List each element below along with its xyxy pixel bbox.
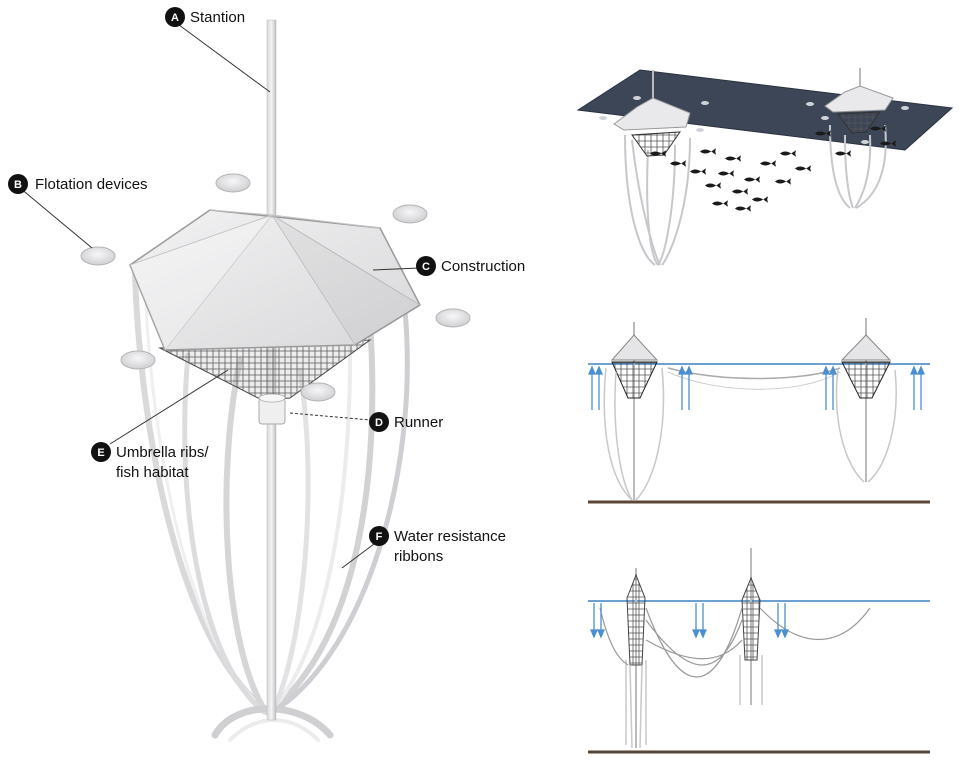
svg-text:A: A	[171, 12, 179, 24]
label-stantion: Stantion	[190, 9, 245, 26]
label-fish-habitat: fish habitat	[116, 464, 189, 481]
label-construction: Construction	[441, 258, 525, 275]
callout-e: E Umbrella ribs/ fish habitat	[91, 369, 229, 481]
callout-f: F Water resistance ribbons	[341, 526, 506, 569]
callout-a: A Stantion	[165, 7, 271, 93]
svg-text:D: D	[375, 417, 383, 429]
runner	[258, 393, 286, 425]
arrow-up-icon	[588, 365, 925, 410]
callout-c: C Construction	[372, 256, 525, 276]
construction-roof	[129, 209, 421, 351]
callout-b: B Flotation devices	[8, 174, 148, 249]
svg-text:E: E	[97, 447, 104, 459]
label-ribbons: ribbons	[394, 548, 443, 565]
label-runner: Runner	[394, 414, 443, 431]
label-flotation: Flotation devices	[35, 176, 148, 193]
svg-text:F: F	[376, 531, 383, 543]
label-umbrella-ribs: Umbrella ribs/	[116, 444, 209, 461]
flotation-devices	[80, 173, 471, 402]
perspective-view	[576, 68, 954, 266]
svg-text:B: B	[14, 179, 22, 191]
label-water-resistance: Water resistance	[394, 528, 506, 545]
arrow-down-icon	[590, 603, 789, 639]
svg-text:C: C	[422, 261, 430, 273]
main-device	[80, 19, 471, 742]
water-resistance-ribbons	[132, 272, 410, 742]
callout-d: D Runner	[289, 412, 443, 432]
surface-state-view	[588, 318, 930, 504]
submerged-state-view	[588, 548, 930, 754]
